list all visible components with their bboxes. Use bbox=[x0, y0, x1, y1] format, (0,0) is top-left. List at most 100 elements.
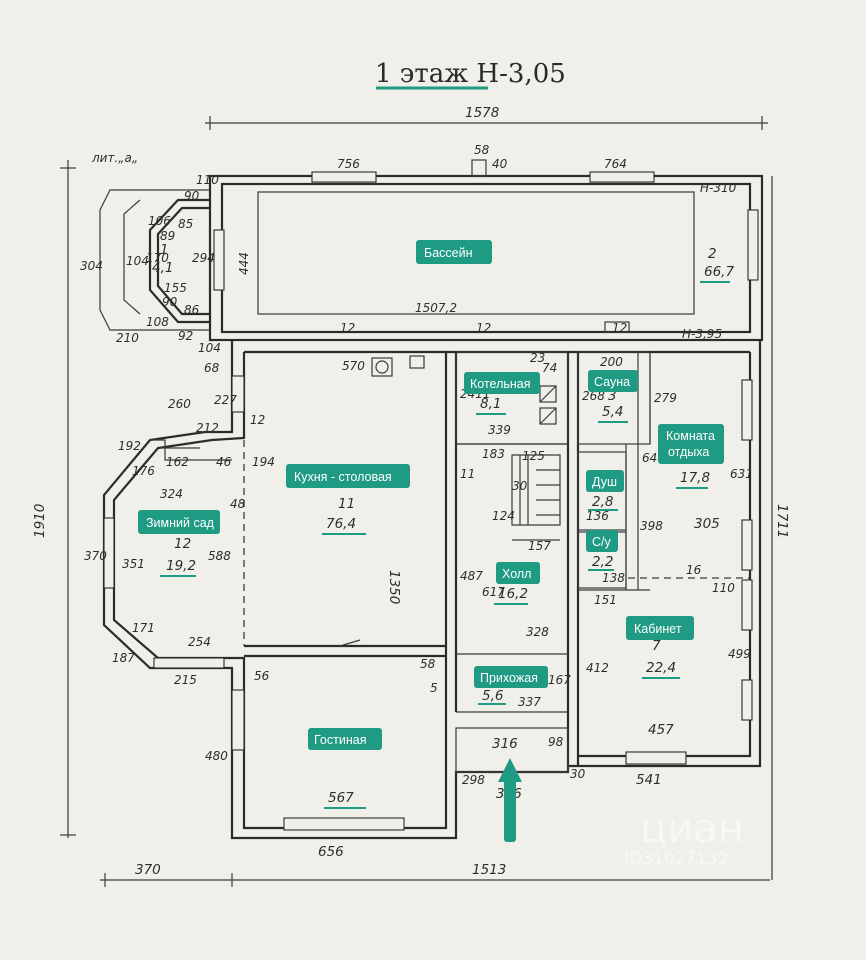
svg-text:170: 170 bbox=[146, 251, 169, 265]
svg-text:12: 12 bbox=[250, 413, 265, 427]
dush-area: 2,8 bbox=[592, 494, 613, 510]
svg-text:125: 125 bbox=[522, 449, 545, 463]
svg-text:157: 157 bbox=[528, 539, 551, 553]
svg-text:16: 16 bbox=[686, 563, 702, 577]
svg-text:337: 337 bbox=[518, 695, 541, 709]
svg-text:339: 339 bbox=[488, 423, 511, 437]
svg-text:12: 12 bbox=[340, 321, 355, 335]
svg-text:Прихожая: Прихожая bbox=[480, 671, 538, 685]
svg-text:192: 192 bbox=[118, 439, 141, 453]
svg-text:210: 210 bbox=[116, 331, 139, 345]
svg-text:Холл: Холл bbox=[502, 567, 531, 581]
main-walls bbox=[102, 340, 762, 840]
watermark: циан ID31027132 bbox=[624, 806, 744, 869]
svg-text:30: 30 bbox=[570, 767, 586, 781]
svg-text:162: 162 bbox=[166, 455, 189, 469]
svg-text:294: 294 bbox=[192, 251, 215, 265]
svg-text:1350: 1350 bbox=[386, 570, 402, 604]
svg-text:444: 444 bbox=[237, 252, 251, 275]
svg-text:46: 46 bbox=[216, 455, 232, 469]
svg-text:260: 260 bbox=[168, 397, 191, 411]
svg-text:155: 155 bbox=[164, 281, 187, 295]
dim-bottom-main: 1513 bbox=[472, 862, 506, 878]
kukhnya-num: 11 bbox=[338, 496, 355, 512]
svg-text:23: 23 bbox=[530, 351, 545, 365]
svg-text:С/у: С/у bbox=[592, 535, 612, 549]
plan-title: 1 этаж Н-3,05 bbox=[375, 59, 566, 89]
tag-basseyn: Бассейн bbox=[416, 240, 492, 264]
svg-text:151: 151 bbox=[594, 593, 617, 607]
svg-text:90: 90 bbox=[162, 295, 178, 309]
gostinaya-width: 567 bbox=[328, 790, 354, 806]
svg-text:30: 30 bbox=[512, 479, 528, 493]
svg-text:110: 110 bbox=[712, 581, 735, 595]
zimniy-num: 12 bbox=[174, 536, 191, 552]
su-area: 2,2 bbox=[592, 554, 613, 570]
svg-text:110: 110 bbox=[196, 173, 219, 187]
svg-text:12: 12 bbox=[612, 321, 627, 335]
svg-text:316: 316 bbox=[492, 736, 518, 752]
dim-bottom-left: 370 bbox=[135, 862, 161, 878]
tag-zimniy: Зимний сад bbox=[138, 510, 220, 534]
svg-text:588: 588 bbox=[208, 549, 231, 563]
bay-room-1 bbox=[99, 189, 210, 331]
svg-text:631: 631 bbox=[730, 467, 753, 481]
svg-text:56: 56 bbox=[254, 669, 270, 683]
svg-text:328: 328 bbox=[526, 625, 549, 639]
svg-text:268: 268 bbox=[582, 389, 605, 403]
tag-sauna: Сауна bbox=[588, 370, 638, 392]
svg-text:398: 398 bbox=[640, 519, 663, 533]
svg-text:106: 106 bbox=[148, 214, 171, 228]
entrance-arrow bbox=[498, 758, 522, 842]
svg-text:104: 104 bbox=[198, 341, 221, 355]
tag-kotelnaya: Котельная bbox=[464, 372, 540, 394]
svg-text:Котельная: Котельная bbox=[470, 377, 531, 391]
tag-gostinaya: Гостиная bbox=[308, 728, 382, 750]
svg-text:58: 58 bbox=[420, 657, 436, 671]
tag-kabinet: Кабинет bbox=[626, 616, 694, 640]
svg-text:298: 298 bbox=[462, 773, 485, 787]
svg-text:279: 279 bbox=[654, 391, 677, 405]
svg-text:457: 457 bbox=[648, 722, 674, 738]
dim-overall-right: 1711 bbox=[774, 504, 790, 538]
svg-text:412: 412 bbox=[586, 661, 609, 675]
svg-text:Н-310: Н-310 bbox=[700, 181, 737, 195]
svg-text:92: 92 bbox=[178, 329, 193, 343]
overall-dimensions: 1578 1910 1711 370 1513 bbox=[32, 105, 790, 887]
svg-text:58: 58 bbox=[474, 143, 490, 157]
svg-text:570: 570 bbox=[342, 359, 365, 373]
svg-text:90: 90 bbox=[184, 189, 200, 203]
dim-overall-top: 1578 bbox=[465, 105, 499, 121]
room-areas: 1 4,1 2 66,7 8,1 3 5,4 17,8 11 76,4 12 1… bbox=[152, 242, 734, 809]
svg-text:Сауна: Сауна bbox=[594, 375, 630, 389]
tag-prikhozhaya: Прихожая bbox=[474, 666, 548, 688]
svg-text:138: 138 bbox=[602, 571, 625, 585]
dimension-labels: 756 764 58 40 1507,2 444 Н-310 Н-3,95 12… bbox=[80, 143, 753, 860]
svg-text:200: 200 bbox=[600, 355, 623, 369]
holl-area: 16,2 bbox=[498, 586, 528, 602]
svg-text:212: 212 bbox=[196, 421, 219, 435]
svg-text:176: 176 bbox=[132, 464, 155, 478]
watermark-brand: циан bbox=[640, 806, 744, 852]
svg-text:12: 12 bbox=[476, 321, 491, 335]
svg-text:351: 351 bbox=[122, 557, 145, 571]
svg-text:370: 370 bbox=[84, 549, 107, 563]
svg-text:756: 756 bbox=[337, 157, 360, 171]
svg-text:Н-3,95: Н-3,95 bbox=[682, 327, 722, 341]
tag-kukhnya: Кухня - столовая bbox=[286, 464, 410, 488]
room1-area: 4,1 bbox=[152, 260, 173, 276]
svg-text:104: 104 bbox=[126, 254, 149, 268]
svg-text:Комната: Комната bbox=[666, 429, 715, 443]
kukhnya-area: 76,4 bbox=[326, 516, 356, 532]
sauna-num: 3 bbox=[608, 388, 617, 404]
room2-num: 2 bbox=[708, 246, 717, 262]
svg-text:304: 304 bbox=[80, 259, 103, 273]
zimniy-area: 19,2 bbox=[166, 558, 196, 574]
svg-text:40: 40 bbox=[492, 157, 508, 171]
svg-text:11: 11 bbox=[460, 467, 475, 481]
tag-dush: Душ bbox=[586, 470, 624, 492]
svg-text:лит.„а„: лит.„а„ bbox=[91, 151, 138, 165]
